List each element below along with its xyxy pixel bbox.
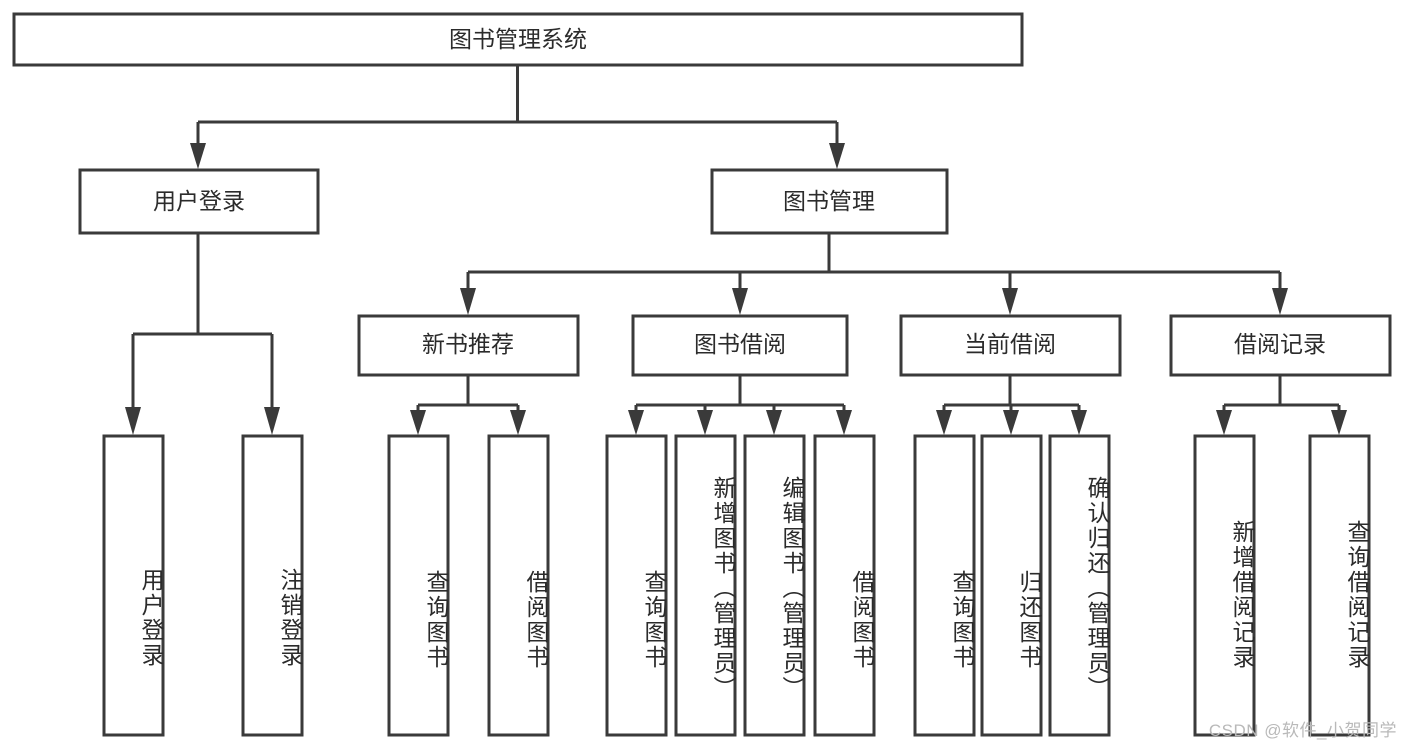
connector-borrow-record-to-leaves xyxy=(1216,375,1347,435)
connector-current-borrow-to-leaves xyxy=(936,375,1087,435)
node-root[interactable]: 图书管理系统 xyxy=(12,12,1024,67)
connector-new-book-recommend-to-leaves xyxy=(410,375,526,435)
leaf-box-borrow-book-2[interactable] xyxy=(813,434,876,737)
node-current-borrow-label: 当前借阅 xyxy=(964,331,1056,357)
node-book-borrow[interactable]: 图书借阅 xyxy=(631,314,849,377)
connector-book-management-to-level3 xyxy=(460,233,1288,315)
node-book-management[interactable]: 图书管理 xyxy=(710,168,949,235)
node-root-label: 图书管理系统 xyxy=(449,26,587,52)
csdn-watermark: CSDN @软件_小贺同学 xyxy=(1208,721,1397,740)
node-new-book-recommend-label: 新书推荐 xyxy=(422,331,514,357)
connector-user-login-to-leaves xyxy=(125,234,280,435)
node-user-login-label: 用户登录 xyxy=(153,188,245,214)
node-book-borrow-label: 图书借阅 xyxy=(694,331,786,357)
leaf-box-user-login[interactable] xyxy=(102,434,165,737)
connector-root-to-level2 xyxy=(190,65,845,169)
node-book-management-label: 图书管理 xyxy=(783,188,875,214)
leaf-box-borrow-book-1[interactable] xyxy=(487,434,550,737)
leaf-box-query-book-2[interactable] xyxy=(605,434,668,737)
node-user-login[interactable]: 用户登录 xyxy=(78,168,320,235)
leaf-box-edit-book[interactable] xyxy=(743,434,806,737)
leaf-box-query-record[interactable] xyxy=(1308,434,1371,737)
leaf-boxes xyxy=(102,434,1371,737)
leaf-box-user-logout[interactable] xyxy=(241,434,304,737)
connector-book-borrow-to-leaves xyxy=(628,375,852,435)
node-current-borrow[interactable]: 当前借阅 xyxy=(899,314,1122,377)
leaf-box-query-book-3[interactable] xyxy=(913,434,976,737)
node-borrow-record-label: 借阅记录 xyxy=(1234,331,1326,357)
leaf-box-query-book-1[interactable] xyxy=(387,434,450,737)
node-borrow-record[interactable]: 借阅记录 xyxy=(1169,314,1392,377)
node-new-book-recommend[interactable]: 新书推荐 xyxy=(357,314,580,377)
leaf-box-confirm-return[interactable] xyxy=(1048,434,1111,737)
leaf-box-return-book[interactable] xyxy=(980,434,1043,737)
leaf-box-add-book[interactable] xyxy=(674,434,737,737)
leaf-box-add-record[interactable] xyxy=(1193,434,1256,737)
